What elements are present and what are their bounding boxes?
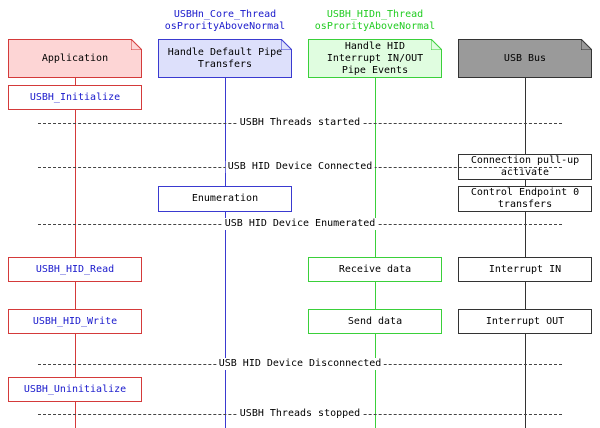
divider-threads-stopped-label: USBH Threads stopped <box>237 408 363 420</box>
connection-pullup-line1: Connection pull-up <box>470 155 580 166</box>
core-thread-label: USBHn_Core_Thread osProrityAboveNormal <box>150 9 300 33</box>
control-endpoint-line2: transfers <box>497 199 553 210</box>
bus-lifeline <box>525 78 526 428</box>
core-thread-priority: osProrityAboveNormal <box>164 21 286 32</box>
connection-pullup-line2: activate <box>500 167 550 178</box>
hid-thread-priority: osProrityAboveNormal <box>314 21 436 32</box>
participant-hid-line2: Interrupt IN/OUT <box>326 52 424 64</box>
receive-data-label: Receive data <box>338 263 412 275</box>
usbh-hid-write-label: USBH_HID_Write <box>32 315 118 327</box>
participant-bus: USB Bus <box>458 39 592 78</box>
hid-lifeline <box>375 78 376 428</box>
usbh-hid-read-label: USBH_HID_Read <box>35 263 115 275</box>
note-fold-icon <box>581 39 592 50</box>
divider-connected-label: USB HID Device Connected <box>225 161 375 173</box>
enumeration-label: Enumeration <box>191 193 259 204</box>
core-lifeline <box>225 78 226 428</box>
participant-hid-line3: Pipe Events <box>341 64 409 76</box>
receive-data-box: Receive data <box>308 257 442 282</box>
usbh-initialize-label: USBH_Initialize <box>29 91 121 103</box>
hid-thread-name: USBH_HIDn_Thread <box>326 9 424 20</box>
participant-bus-label: USB Bus <box>503 52 547 64</box>
send-data-label: Send data <box>347 315 403 327</box>
usbh-uninitialize-box: USBH_Uninitialize <box>8 377 142 402</box>
participant-core: Handle Default Pipe Transfers <box>158 39 292 78</box>
participant-hid-line1: Handle HID <box>344 40 406 52</box>
usbh-initialize-box: USBH_Initialize <box>8 85 142 110</box>
usbh-hid-write-box: USBH_HID_Write <box>8 309 142 334</box>
note-fold-icon <box>281 39 292 50</box>
interrupt-in-box: Interrupt IN <box>458 257 592 282</box>
control-endpoint-line1: Control Endpoint 0 <box>470 187 580 198</box>
send-data-box: Send data <box>308 309 442 334</box>
note-fold-icon <box>431 39 442 50</box>
enumeration-box: Enumeration <box>158 186 292 212</box>
participant-application-label: Application <box>41 52 109 64</box>
application-lifeline <box>75 78 76 428</box>
hid-thread-label: USBH_HIDn_Thread osProrityAboveNormal <box>300 9 450 33</box>
participant-hid: Handle HID Interrupt IN/OUT Pipe Events <box>308 39 442 78</box>
divider-enumerated-label: USB HID Device Enumerated <box>222 218 378 230</box>
core-thread-name: USBHn_Core_Thread <box>173 9 277 20</box>
divider-disconnected-label: USB HID Device Disconnected <box>216 358 384 370</box>
interrupt-out-box: Interrupt OUT <box>458 309 592 334</box>
usbh-hid-read-box: USBH_HID_Read <box>8 257 142 282</box>
interrupt-out-label: Interrupt OUT <box>485 315 565 327</box>
control-endpoint-box: Control Endpoint 0 transfers <box>458 186 592 212</box>
participant-core-line2: Transfers <box>197 58 253 70</box>
participant-application: Application <box>8 39 142 78</box>
interrupt-in-label: Interrupt IN <box>488 263 562 275</box>
participant-core-line1: Handle Default Pipe <box>167 46 283 58</box>
usbh-uninitialize-label: USBH_Uninitialize <box>23 383 127 395</box>
note-fold-icon <box>131 39 142 50</box>
divider-threads-started-label: USBH Threads started <box>237 117 363 129</box>
